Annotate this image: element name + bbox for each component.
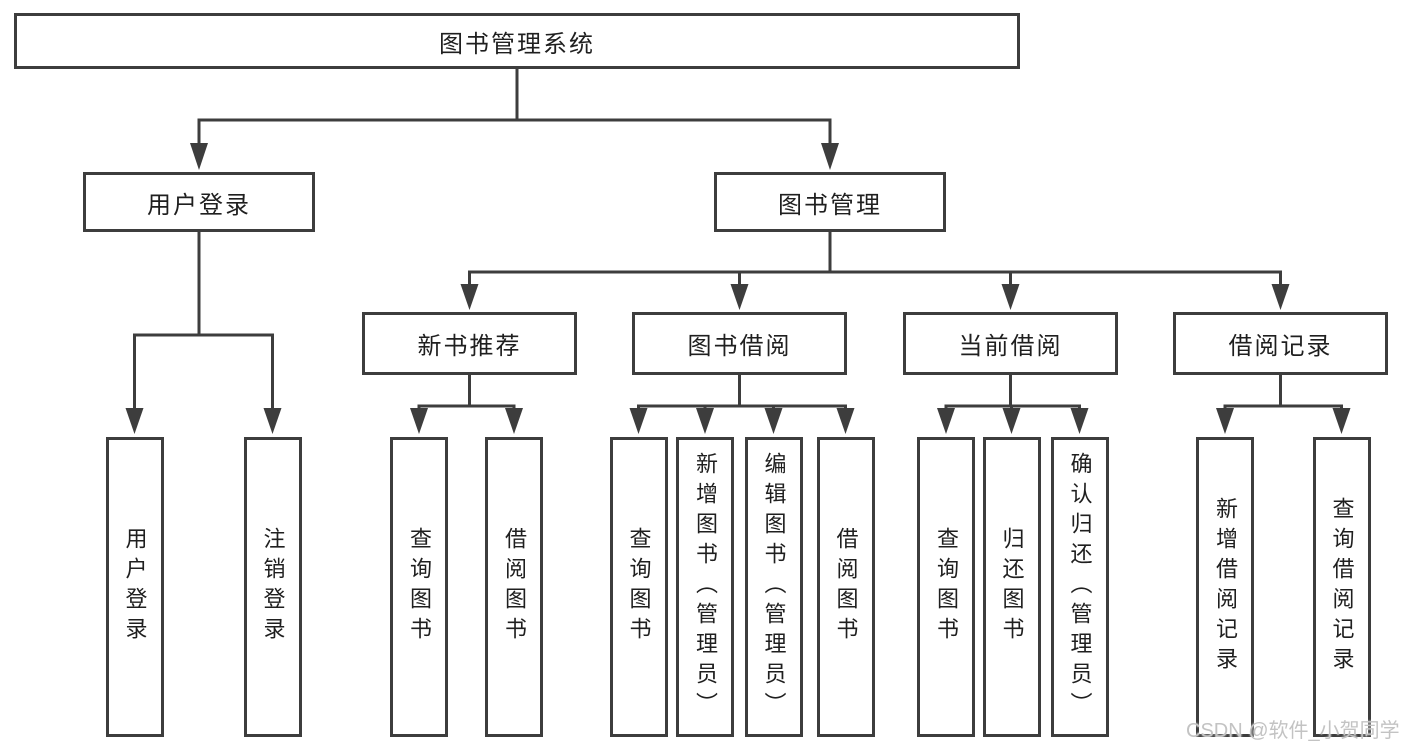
leaf-label: 新增借阅记录 [1213, 497, 1238, 677]
leaf-label: 新增图书（管理员） [693, 452, 718, 722]
node-user-login-leaf: 用户登录 [105, 437, 164, 737]
leaf-label: 编辑图书（管理员） [761, 452, 787, 722]
leaf-label: 归还图书 [999, 527, 1025, 647]
leaf-label: 确认归还（管理员） [1067, 452, 1093, 722]
node-root: 图书管理系统 [14, 13, 1020, 69]
watermark: CSDN @软件_小贺同学 [1186, 720, 1400, 742]
node-borrow-books-recommend: 借阅图书 [485, 437, 543, 737]
node-query-books-recommend: 查询图书 [390, 437, 448, 737]
arrowhead-icon [629, 408, 648, 434]
leaf-label: 查询图书 [934, 527, 959, 647]
arrowhead-icon [460, 284, 479, 310]
node-edit-book-admin: 编辑图书（管理员） [744, 437, 803, 737]
node-query-borrow-record: 查询借阅记录 [1312, 437, 1371, 737]
arrowhead-icon [1332, 408, 1351, 434]
arrowhead-icon [505, 408, 523, 434]
arrowhead-icon [1216, 408, 1234, 434]
arrowhead-icon [410, 408, 428, 434]
arrowheads [125, 143, 1351, 434]
leaf-label: 查询图书 [626, 527, 652, 647]
leaf-label: 查询借阅记录 [1329, 497, 1355, 677]
arrowhead-icon [1271, 284, 1290, 310]
arrowhead-icon [1002, 408, 1021, 434]
arrowhead-icon [1001, 284, 1020, 310]
leaf-label: 注销登录 [260, 527, 286, 647]
arrowhead-icon [696, 408, 714, 434]
node-book-management: 图书管理 [714, 172, 946, 232]
node-user-login: 用户登录 [83, 172, 315, 232]
node-logout-leaf: 注销登录 [243, 437, 302, 737]
arrowhead-icon [190, 143, 208, 170]
node-new-book-recommend: 新书推荐 [362, 312, 577, 375]
node-add-borrow-record: 新增借阅记录 [1196, 437, 1254, 737]
node-query-books-current: 查询图书 [917, 437, 975, 737]
arrowhead-icon [821, 143, 839, 170]
node-borrow-books-borrowing: 借阅图书 [816, 437, 875, 737]
leaf-label: 借阅图书 [502, 527, 527, 647]
node-book-borrowing: 图书借阅 [632, 312, 847, 375]
node-return-book: 归还图书 [982, 437, 1041, 737]
arrowhead-icon [263, 408, 282, 434]
node-current-borrowing: 当前借阅 [903, 312, 1118, 375]
leaf-label: 借阅图书 [833, 527, 859, 647]
arrowhead-icon [730, 284, 749, 310]
arrowhead-icon [125, 408, 144, 434]
arrowhead-icon [937, 408, 955, 434]
leaf-label: 查询图书 [407, 527, 432, 647]
node-add-book-admin: 新增图书（管理员） [676, 437, 734, 737]
node-query-books-borrowing: 查询图书 [609, 437, 668, 737]
arrowhead-icon [1070, 408, 1089, 434]
node-confirm-return-admin: 确认归还（管理员） [1050, 437, 1109, 737]
arrowhead-icon [836, 408, 855, 434]
leaf-label: 用户登录 [122, 527, 148, 647]
arrowhead-icon [764, 408, 783, 434]
node-borrowing-records: 借阅记录 [1173, 312, 1388, 375]
